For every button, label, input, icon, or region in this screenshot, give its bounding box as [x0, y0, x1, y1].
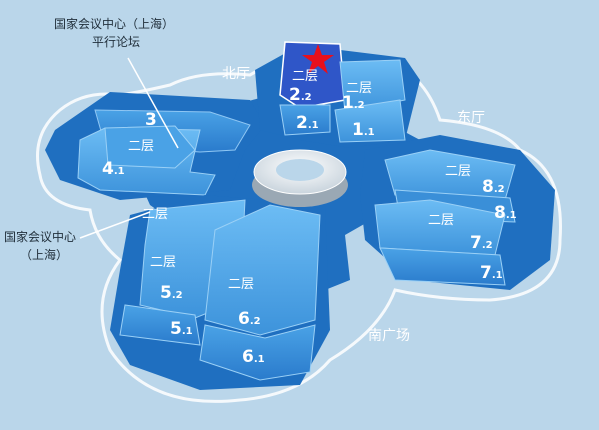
hall-6-1[interactable] — [199, 324, 316, 381]
floor-label-1-2: 二层 — [346, 81, 372, 96]
floor-label-6: 二层 — [228, 277, 254, 292]
hall-label-6-2: 6.2 — [238, 309, 261, 329]
floor-label-5: 二层 — [150, 255, 176, 270]
hall-label-5-2: 5.2 — [160, 283, 183, 303]
hall-7-1[interactable] — [379, 247, 506, 286]
floor-label-4: 二层 — [128, 139, 154, 154]
hall-label-2-1: 2.1 — [296, 113, 319, 133]
forum-callout-line2: 平行论坛 — [92, 35, 140, 49]
center-callout-line — [79, 211, 151, 239]
hall-4-2[interactable] — [104, 125, 196, 169]
hall-1-2[interactable] — [339, 59, 406, 113]
hall-label-7-2: 7.2 — [470, 233, 493, 253]
east-hall-label: 东厅 — [457, 110, 485, 126]
hall-1-1[interactable] — [334, 99, 406, 143]
hall-label-1-2: 1.2 — [342, 93, 365, 113]
hall-label-2-2: 2.2 — [289, 85, 312, 105]
hall-2-1[interactable] — [279, 104, 331, 136]
hall-5-1[interactable] — [119, 304, 201, 346]
red-star-icon — [302, 44, 334, 74]
hall-label-6-1: 6.1 — [242, 347, 265, 367]
hall-label-1-1: 1.1 — [352, 120, 375, 140]
hall-label-7-1: 7.1 — [480, 263, 503, 283]
center-callout-line1: 国家会议中心 — [4, 229, 76, 244]
north-hall-label: 北厅 — [222, 66, 250, 82]
hall-label-8-1: 8.1 — [494, 203, 517, 223]
hall-label-3: 3 — [145, 110, 157, 130]
floor-label-7-2: 二层 — [428, 213, 454, 228]
forum-callout-line — [127, 57, 179, 149]
hall-6-2[interactable] — [204, 204, 321, 336]
south-plaza-label: 南广场 — [368, 328, 410, 344]
floor-label-2-2: 二层 — [292, 69, 318, 84]
hall-label-4-1: 4.1 — [102, 159, 125, 179]
hall-7-2[interactable] — [374, 199, 506, 256]
center-ring-hole — [276, 159, 324, 181]
hall-label-8-2: 8.2 — [482, 177, 505, 197]
center-callout-line2: （上海） — [20, 247, 68, 262]
forum-callout-line1: 国家会议中心（上海） — [54, 16, 174, 31]
hall-8-2[interactable] — [384, 149, 516, 201]
hall-label-5-1: 5.1 — [170, 319, 193, 339]
floor-label-5-2: 二层 — [142, 207, 168, 222]
floor-label-8-2: 二层 — [445, 164, 471, 179]
